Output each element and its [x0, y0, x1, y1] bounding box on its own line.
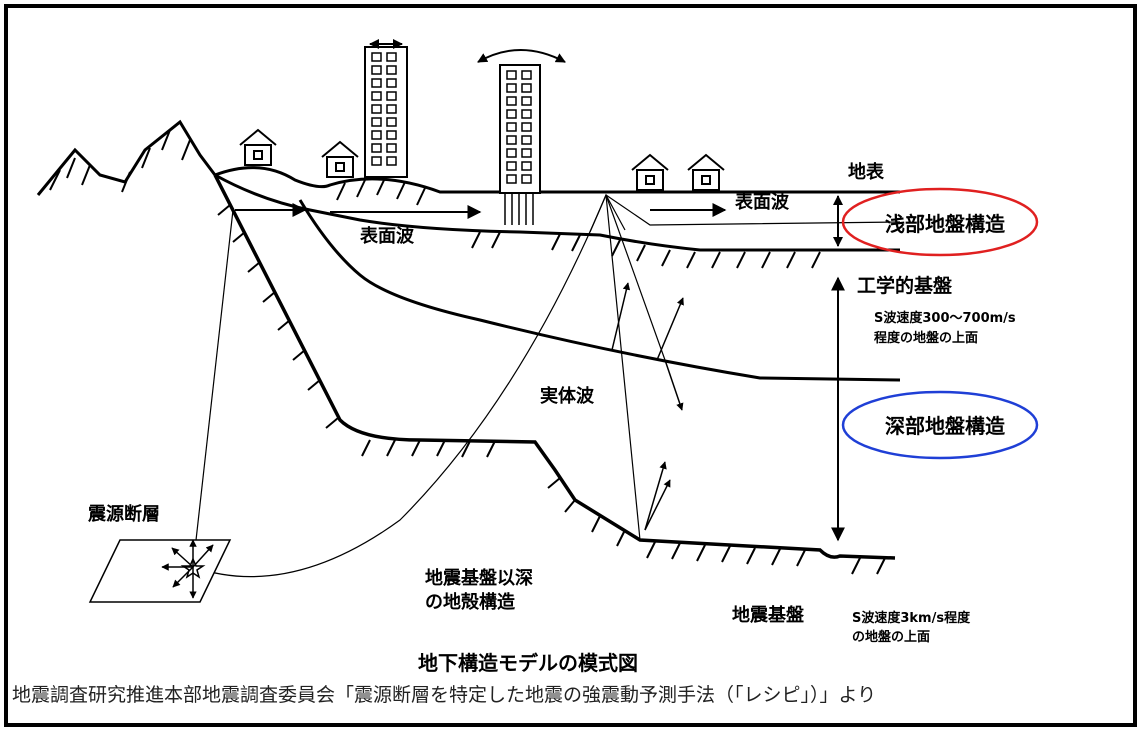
building-window — [371, 91, 382, 101]
source-caption: 地震調査研究推進本部地震調査委員会「震源断層を特定した地震の強震動予測手法（「レ… — [12, 684, 877, 706]
building-window — [386, 156, 397, 166]
building-window — [506, 148, 517, 158]
seismic-bedrock-note: S波速度3km/s程度 — [852, 610, 971, 626]
seismic-bedrock-hatch — [217, 204, 886, 575]
surface-wave-label: 表面波 — [735, 191, 790, 213]
shallow-structure-label: 浅部地盤構造 — [885, 212, 1006, 236]
building-window — [506, 83, 517, 93]
surface-label: 地表 — [848, 161, 885, 183]
body-wave-label: 実体波 — [540, 385, 595, 407]
seismic-bedrock-line — [213, 174, 896, 560]
surface-line — [214, 166, 900, 194]
house-icon — [687, 153, 725, 191]
building-window — [521, 148, 532, 158]
building-window — [386, 104, 397, 114]
figure-title: 地下構造モデルの模式図 — [418, 651, 638, 675]
building-window — [521, 70, 532, 80]
building-window — [386, 65, 397, 75]
seismic-bedrock-label: 地震基盤 — [732, 604, 805, 626]
building-window — [506, 135, 517, 145]
ray-paths — [192, 193, 901, 578]
building-window — [521, 161, 532, 171]
building-window — [521, 83, 532, 93]
building-window — [386, 91, 397, 101]
engineering-bedrock-hatch — [471, 231, 821, 269]
surface-wave-label: 表面波 — [360, 225, 415, 247]
seismic-bedrock-note: の地盤の上面 — [852, 629, 930, 645]
building-window — [521, 109, 532, 119]
house-icon — [321, 140, 359, 178]
mountain-outline — [36, 119, 217, 196]
building-window — [506, 70, 517, 80]
house-icon — [239, 128, 277, 166]
mountain-hatch — [49, 129, 191, 193]
building-window — [371, 65, 382, 75]
building-window — [521, 174, 532, 184]
building-window — [371, 117, 382, 127]
deep-structure-label: 深部地盤構造 — [885, 414, 1006, 438]
sway-arrow-large — [477, 49, 566, 63]
building-window — [371, 52, 382, 62]
building-window — [506, 174, 517, 184]
building-window — [506, 109, 517, 119]
engineering-bedrock-line — [214, 173, 900, 252]
building-window — [371, 156, 382, 166]
figure-frame — [4, 4, 1137, 727]
engineering-bedrock-note: S波速度300〜700m/s — [874, 310, 1016, 326]
building-window — [386, 78, 397, 88]
building-window — [521, 122, 532, 132]
building-window — [506, 96, 517, 106]
building-window — [371, 130, 382, 140]
building-window — [386, 130, 397, 140]
crust-label-line1: 地震基盤以深 — [425, 567, 533, 589]
building-windows — [371, 52, 532, 184]
building-window — [521, 96, 532, 106]
building-window — [506, 161, 517, 171]
building-window — [371, 143, 382, 153]
house-icon — [631, 153, 669, 191]
building-window — [371, 104, 382, 114]
surface-hatch — [336, 177, 426, 206]
building-window — [386, 117, 397, 127]
building-window — [506, 122, 517, 132]
body-wave-arrows — [611, 282, 684, 531]
building-window — [371, 78, 382, 88]
source-fault-label: 震源断層 — [88, 503, 160, 525]
engineering-bedrock-label: 工学的基盤 — [857, 274, 953, 297]
shallow-structure-ellipse — [841, 187, 1039, 257]
hypocenter-star-icon — [161, 539, 214, 599]
building-piles — [504, 193, 534, 225]
deep-structure-ellipse — [841, 390, 1039, 460]
building-window — [386, 143, 397, 153]
engineering-bedrock-note: 程度の地盤の上面 — [874, 330, 978, 346]
building-window — [521, 135, 532, 145]
crust-label-line2: の地殻構造 — [425, 591, 515, 613]
middle-layer-line — [298, 199, 901, 382]
building-window — [386, 52, 397, 62]
